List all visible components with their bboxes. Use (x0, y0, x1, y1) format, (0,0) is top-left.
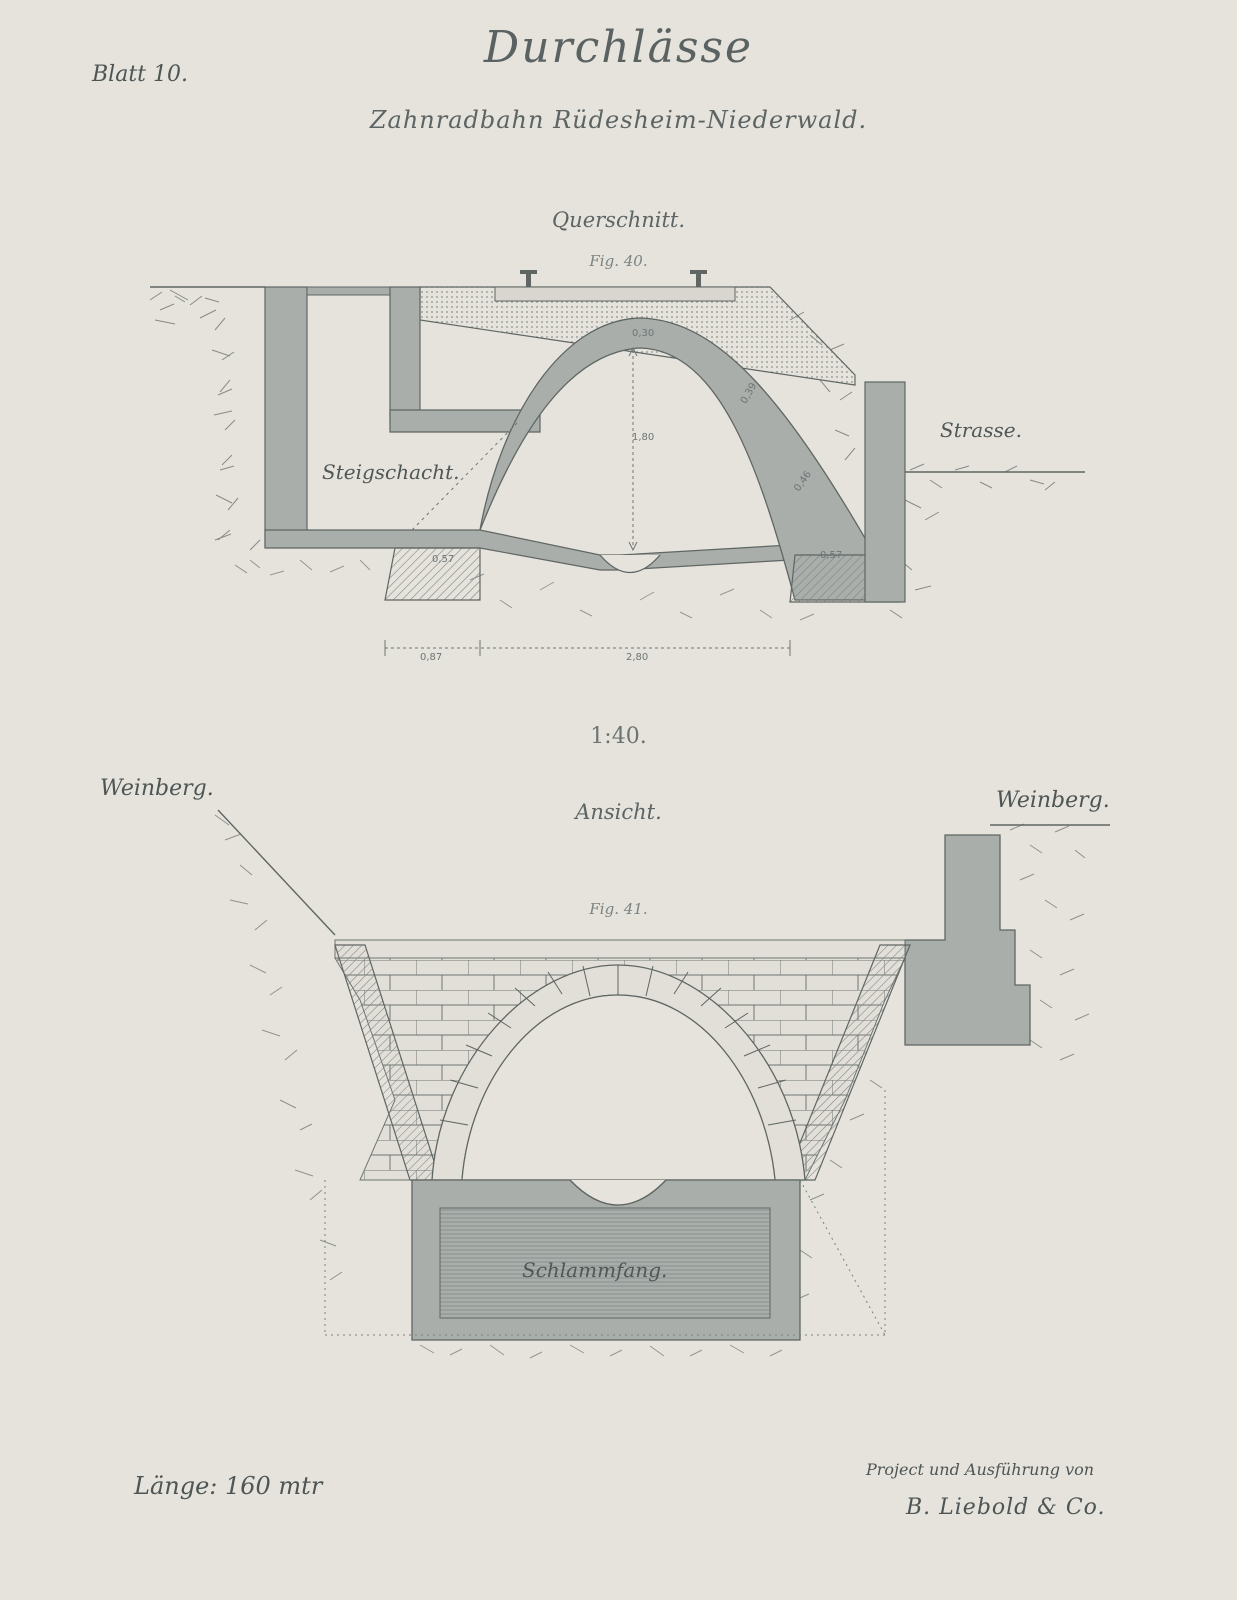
fig41-side-left-label: Weinberg. (100, 776, 214, 801)
fig40-road-label: Strasse. (940, 418, 1022, 442)
fig40-soil-bottom (249, 559, 815, 621)
fig40-soil-left (149, 289, 261, 574)
fig41-section-title: Ansicht. (575, 800, 662, 824)
scale-label: 1:40. (590, 724, 647, 749)
dim-right-foot: 0,57 (820, 550, 843, 561)
credit-line-1: Project und Ausführung von (866, 1460, 1095, 1479)
fig41-side-right-label: Weinberg. (996, 788, 1110, 813)
fig41-label: Fig. 41. (589, 900, 648, 918)
fig41-basin-label: Schlammfang. (522, 1258, 668, 1282)
fig41-voussoirs (439, 965, 797, 1126)
fig40-cross-section-drawing (149, 270, 1085, 656)
fig41-soil-bottom (419, 1344, 783, 1359)
fig40-section-title: Querschnitt. (551, 208, 686, 232)
fig40-label: Fig. 40. (589, 252, 648, 270)
culvert-length: Länge: 160 mtr (134, 1472, 323, 1500)
plate-title: Durchlässe (483, 22, 754, 73)
rail-left-icon (520, 270, 537, 287)
rail-right-icon (690, 270, 707, 287)
fig41-soil-left (214, 814, 343, 1281)
fig41-retaining-wall (904, 834, 1031, 1046)
credit-line-2: B. Liebold & Co. (906, 1495, 1106, 1520)
sheet-number: Blatt 10. (92, 62, 188, 87)
dim-span: 2,80 (626, 652, 649, 663)
fig40-shaft-label: Steigschacht. (322, 460, 460, 484)
dim-height: 1,80 (632, 432, 655, 443)
fig41-soil-right (794, 823, 1090, 1301)
dim-left-foot: 0,57 (432, 554, 455, 565)
dim-crown: 0,30 (632, 328, 655, 339)
plate-subtitle: Zahnradbahn Rüdesheim-Niederwald. (369, 106, 868, 134)
dim-span-left: 0,87 (420, 652, 443, 663)
